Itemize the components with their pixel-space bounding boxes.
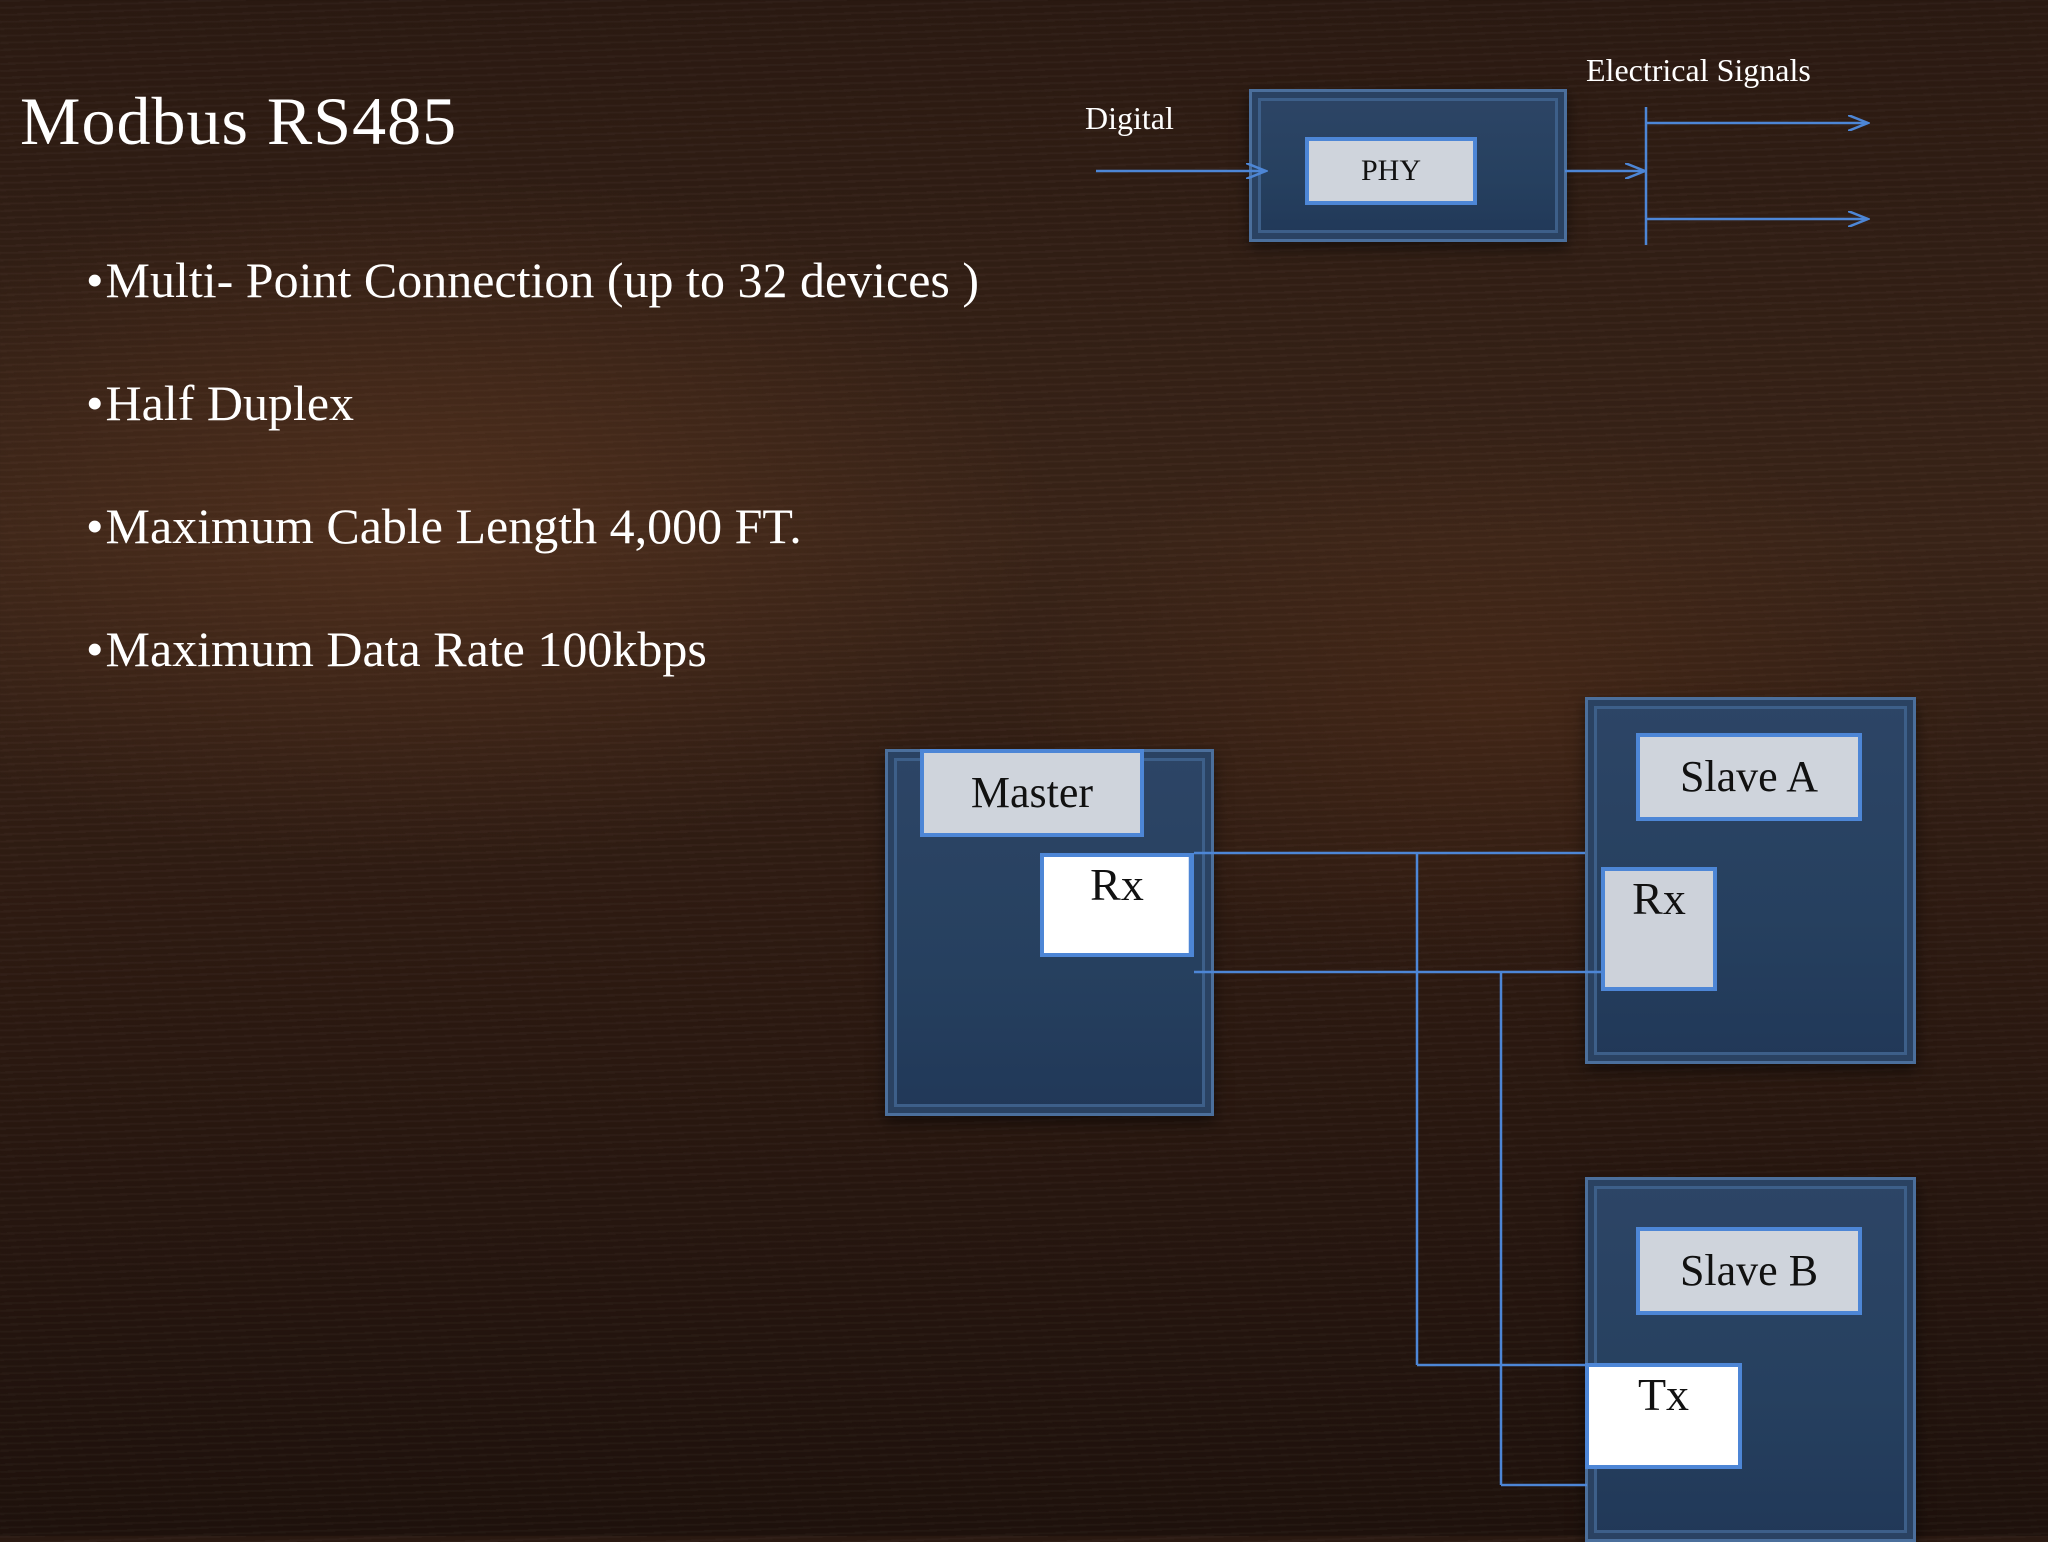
bullet-symbol: • bbox=[86, 498, 104, 554]
phy-chip: PHY bbox=[1305, 137, 1477, 205]
master-label: Master bbox=[920, 749, 1144, 837]
bullet-text: Multi- Point Connection (up to 32 device… bbox=[105, 252, 980, 308]
electrical-signals-label: Electrical Signals bbox=[1586, 52, 1811, 88]
slave-a-label: Slave A bbox=[1636, 733, 1862, 821]
slave-b-tx-port: Tx bbox=[1585, 1363, 1742, 1469]
master-rx-port: Rx bbox=[1040, 853, 1194, 957]
bullet-item: •Maximum Cable Length 4,000 FT. bbox=[86, 496, 979, 619]
bullet-list: •Multi- Point Connection (up to 32 devic… bbox=[86, 250, 979, 742]
bullet-symbol: • bbox=[86, 621, 104, 677]
bullet-text: Maximum Cable Length 4,000 FT. bbox=[105, 498, 802, 554]
slave-b-label: Slave B bbox=[1636, 1227, 1862, 1315]
slave-a-rx-port: Rx bbox=[1601, 867, 1717, 991]
bullet-item: •Maximum Data Rate 100kbps bbox=[86, 619, 979, 742]
bullet-item: •Half Duplex bbox=[86, 373, 979, 496]
digital-label: Digital bbox=[1085, 100, 1174, 136]
bullet-symbol: • bbox=[86, 252, 104, 308]
bullet-symbol: • bbox=[86, 375, 104, 431]
bullet-item: •Multi- Point Connection (up to 32 devic… bbox=[86, 250, 979, 373]
bullet-text: Half Duplex bbox=[105, 375, 355, 431]
slide-title: Modbus RS485 bbox=[20, 83, 458, 159]
bullet-text: Maximum Data Rate 100kbps bbox=[105, 621, 707, 677]
